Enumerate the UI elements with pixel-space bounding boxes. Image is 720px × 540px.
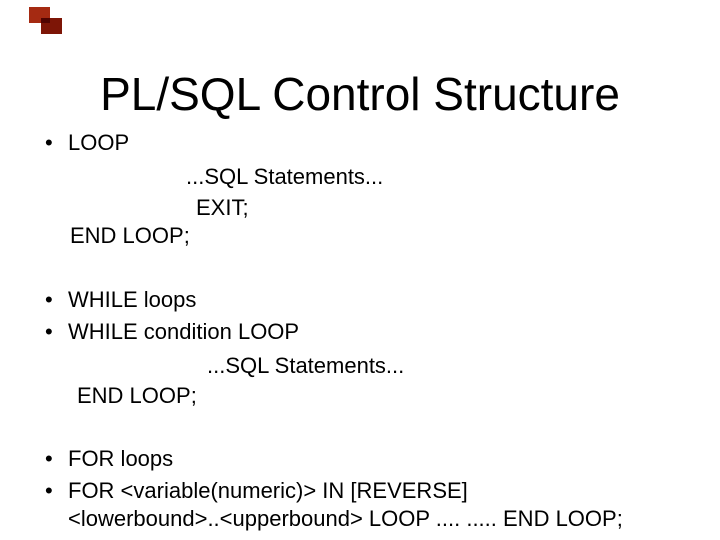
line-end-loop-2-text: END LOOP; [77,383,197,408]
bullet-icon: • [45,446,53,471]
bullet-icon: • [45,319,53,344]
line-end-loop-2: END LOOP; [77,383,197,408]
line-while-condition-loop-text: WHILE condition LOOP [68,319,300,344]
line-while-condition-loop: • WHILE condition LOOP [45,319,300,344]
bullet-icon: • [45,478,53,503]
line-for-variable-text: FOR <variable(numeric)> IN [REVERSE] [68,478,468,503]
line-while-loops-text: WHILE loops [68,287,197,312]
line-for-loops: • FOR loops [45,446,174,471]
bullet-icon: • [45,287,53,312]
slide-title: PL/SQL Control Structure [100,67,620,120]
line-exit-text: EXIT; [196,195,249,220]
bullet-icon: • [45,130,53,155]
line-loop: • LOOP [45,130,130,155]
line-sql-statements-2: ...SQL Statements... [207,353,404,378]
line-for-variable: • FOR <variable(numeric)> IN [REVERSE] [45,478,468,503]
decor-red-square-front [41,18,62,34]
line-while-loops: • WHILE loops [45,287,197,312]
line-for-bounds: <lowerbound>..<upperbound> LOOP .... ...… [68,506,623,531]
line-for-bounds-text: <lowerbound>..<upperbound> LOOP .... ...… [68,506,623,531]
line-exit: EXIT; [196,195,249,220]
line-sql-statements-2-text: ...SQL Statements... [207,353,405,378]
line-end-loop-1: END LOOP; [70,223,190,248]
line-end-loop-1-text: END LOOP; [70,223,190,248]
line-for-loops-text: FOR loops [68,446,174,471]
line-loop-text: LOOP [68,130,130,155]
line-sql-statements-1: ...SQL Statements... [186,164,383,189]
line-sql-statements-1-text: ...SQL Statements... [186,164,384,189]
